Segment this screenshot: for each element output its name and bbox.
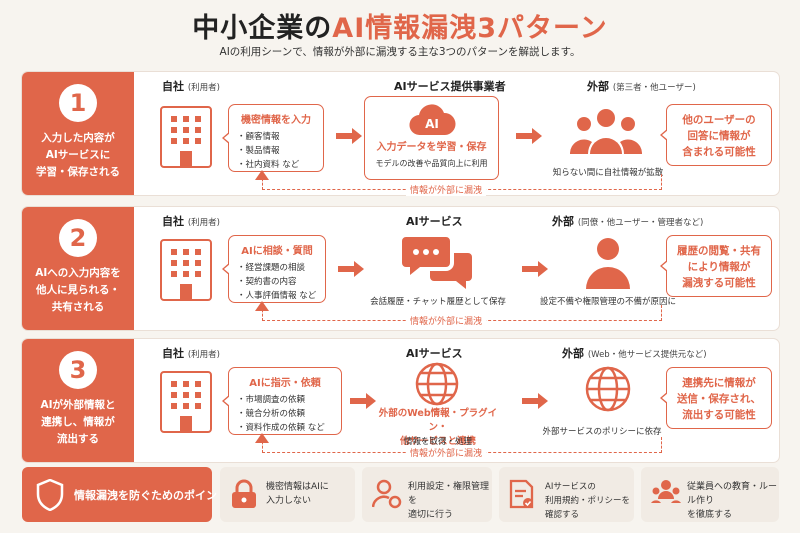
arrow-up-icon bbox=[255, 433, 269, 443]
prevention-item-2: 利用設定・権限管理を 適切に行う bbox=[362, 467, 492, 522]
user-settings-icon bbox=[372, 479, 402, 509]
list-item: 人事評価情報 など bbox=[237, 289, 317, 303]
pattern-row-2: 2 AIへの入力内容を 他人に見られる・ 共有される 自社 (利用者) AIサー… bbox=[22, 207, 779, 330]
result-box: 連携先に情報が 送信・保存され、 流出する可能性 bbox=[660, 367, 772, 429]
pattern-description: 入力した内容が AIサービスに 学習・保存される bbox=[36, 132, 120, 178]
arrow-right-icon bbox=[336, 128, 362, 144]
title-accent: AI情報漏洩3パターン bbox=[332, 13, 608, 44]
col-head-self: 自社 (利用者) bbox=[162, 347, 220, 360]
prevention-title: 情報漏洩を防ぐためのポイント bbox=[74, 489, 228, 502]
service-note: 会話履歴・チャット履歴として保存 bbox=[370, 297, 506, 307]
prevention-item-1: 機密情報はAIに 入力しない bbox=[220, 467, 355, 522]
prevention-footer: 情報漏洩を防ぐためのポイント 機密情報はAIに 入力しない 利用設定・権限管理を… bbox=[22, 467, 779, 522]
document-check-icon bbox=[509, 479, 534, 509]
bubble-list: 顧客情報 製品情報 社内資料 など bbox=[237, 130, 315, 172]
ai-service-box: AI 入力データを学習・保存 モデルの改善や品質向上に利用 bbox=[364, 96, 499, 180]
prevention-text: AIサービスの 利用規約・ポリシーを確認する bbox=[545, 482, 631, 520]
leak-label: 情報が外部に漏洩 bbox=[406, 446, 487, 459]
arrow-up-icon bbox=[255, 170, 269, 180]
ai-cloud-icon: AI bbox=[408, 104, 456, 136]
external-note: 知らない間に自社情報が拡散 bbox=[552, 168, 664, 178]
building-icon bbox=[160, 371, 212, 433]
bubble-title: AIに指示・依頼 bbox=[249, 378, 321, 389]
input-bubble: AIに指示・依頼 市場調査の依頼 競合分析の依頼 資料作成の依頼 など bbox=[222, 367, 342, 435]
col-head-service: AIサービス提供事業者 bbox=[394, 80, 506, 93]
result-box: 他のユーザーの 回答に情報が 含まれる可能性 bbox=[660, 104, 772, 166]
arrow-right-icon bbox=[522, 393, 548, 409]
pattern-number: 2 bbox=[59, 219, 97, 257]
list-item: 競合分析の依頼 bbox=[237, 407, 333, 421]
shield-icon bbox=[36, 479, 64, 511]
col-head-service: AIサービス bbox=[406, 347, 463, 360]
building-icon bbox=[160, 106, 212, 168]
col-head-service: AIサービス bbox=[406, 215, 463, 228]
prevention-item-4: 従業員への教育・ルール作り を徹底する bbox=[641, 467, 779, 522]
col-head-external: 外部 (同僚・他ユーザー・管理者など) bbox=[552, 215, 704, 228]
service-text: 外部のWeb情報・プラグイン・ 他サービスと連携 bbox=[378, 408, 498, 447]
list-item: 資料作成の依頼 など bbox=[237, 421, 333, 435]
arrow-right-icon bbox=[350, 393, 376, 409]
users-group-icon bbox=[570, 109, 642, 154]
group-icon bbox=[651, 480, 681, 503]
prevention-text: 利用設定・権限管理を 適切に行う bbox=[408, 482, 490, 520]
external-note: 設定不備や権限管理の不備が原因に bbox=[540, 297, 677, 307]
user-icon bbox=[586, 238, 630, 289]
leak-label: 情報が外部に漏洩 bbox=[406, 314, 487, 327]
arrow-right-icon bbox=[522, 261, 548, 277]
pattern-description: AIへの入力内容を 他人に見られる・ 共有される bbox=[35, 267, 121, 313]
result-box: 履歴の閲覧・共有 により情報が 漏洩する可能性 bbox=[660, 235, 772, 297]
arrow-right-icon bbox=[338, 261, 364, 277]
pattern-row-1: 1 入力した内容が AIサービスに 学習・保存される 自社 (利用者) AIサー… bbox=[22, 72, 779, 196]
chat-bubbles-icon bbox=[402, 237, 472, 289]
list-item: 製品情報 bbox=[237, 144, 315, 158]
leak-label: 情報が外部に漏洩 bbox=[406, 183, 487, 196]
bubble-list: 経営課題の相談 契約書の内容 人事評価情報 など bbox=[237, 261, 317, 303]
arrow-right-icon bbox=[516, 128, 542, 144]
svg-text:AI: AI bbox=[425, 117, 439, 131]
list-item: 社内資料 など bbox=[237, 158, 315, 172]
arrow-up-icon bbox=[255, 301, 269, 311]
list-item: 経営課題の相談 bbox=[237, 261, 317, 275]
col-head-external: 外部 (Web・他サービス提供元など) bbox=[562, 347, 707, 360]
pattern-label-2: 2 AIへの入力内容を 他人に見られる・ 共有される bbox=[22, 207, 134, 330]
service-note: モデルの改善や品質向上に利用 bbox=[375, 159, 488, 168]
pattern-label-3: 3 AIが外部情報と 連携し、情報が 流出する bbox=[22, 339, 134, 462]
list-item: 契約書の内容 bbox=[237, 275, 317, 289]
pattern-label-1: 1 入力した内容が AIサービスに 学習・保存される bbox=[22, 72, 134, 195]
prevention-text: 機密情報はAIに 入力しない bbox=[266, 482, 329, 506]
prevention-title-box: 情報漏洩を防ぐためのポイント bbox=[22, 467, 228, 522]
service-text: 入力データを学習・保存 bbox=[376, 142, 487, 153]
page-title: 中小企業のAI情報漏洩3パターン bbox=[0, 6, 800, 45]
page-subtitle: AIの利用シーンで、情報が外部に漏洩する主な3つのパターンを解説します。 bbox=[219, 46, 581, 58]
building-icon bbox=[160, 239, 212, 301]
globe-icon bbox=[415, 362, 459, 406]
input-bubble: 機密情報を入力 顧客情報 製品情報 社内資料 など bbox=[222, 104, 324, 172]
input-bubble: AIに相談・質問 経営課題の相談 契約書の内容 人事評価情報 など bbox=[222, 235, 326, 303]
col-head-self: 自社 (利用者) bbox=[162, 215, 220, 228]
globe-icon bbox=[585, 366, 631, 412]
lock-icon bbox=[232, 479, 256, 508]
col-head-self: 自社 (利用者) bbox=[162, 80, 220, 93]
bubble-title: AIに相談・質問 bbox=[241, 246, 313, 257]
title-prefix: 中小企業の bbox=[192, 13, 333, 44]
pattern-description: AIが外部情報と 連携し、情報が 流出する bbox=[40, 399, 116, 445]
bubble-list: 市場調査の依頼 競合分析の依頼 資料作成の依頼 など bbox=[237, 393, 333, 435]
prevention-item-3: AIサービスの 利用規約・ポリシーを確認する bbox=[499, 467, 634, 522]
prevention-text: 従業員への教育・ルール作り を徹底する bbox=[687, 482, 778, 520]
external-note: 外部サービスのポリシーに依存 bbox=[542, 427, 662, 437]
list-item: 顧客情報 bbox=[237, 130, 315, 144]
col-head-external: 外部 (第三者・他ユーザー) bbox=[587, 80, 696, 93]
pattern-row-3: 3 AIが外部情報と 連携し、情報が 流出する 自社 (利用者) AIサービス … bbox=[22, 339, 779, 462]
bubble-title: 機密情報を入力 bbox=[241, 115, 311, 126]
pattern-number: 3 bbox=[59, 351, 97, 389]
list-item: 市場調査の依頼 bbox=[237, 393, 333, 407]
pattern-number: 1 bbox=[59, 84, 97, 122]
service-note: 情報を取得・処理 bbox=[403, 437, 472, 447]
